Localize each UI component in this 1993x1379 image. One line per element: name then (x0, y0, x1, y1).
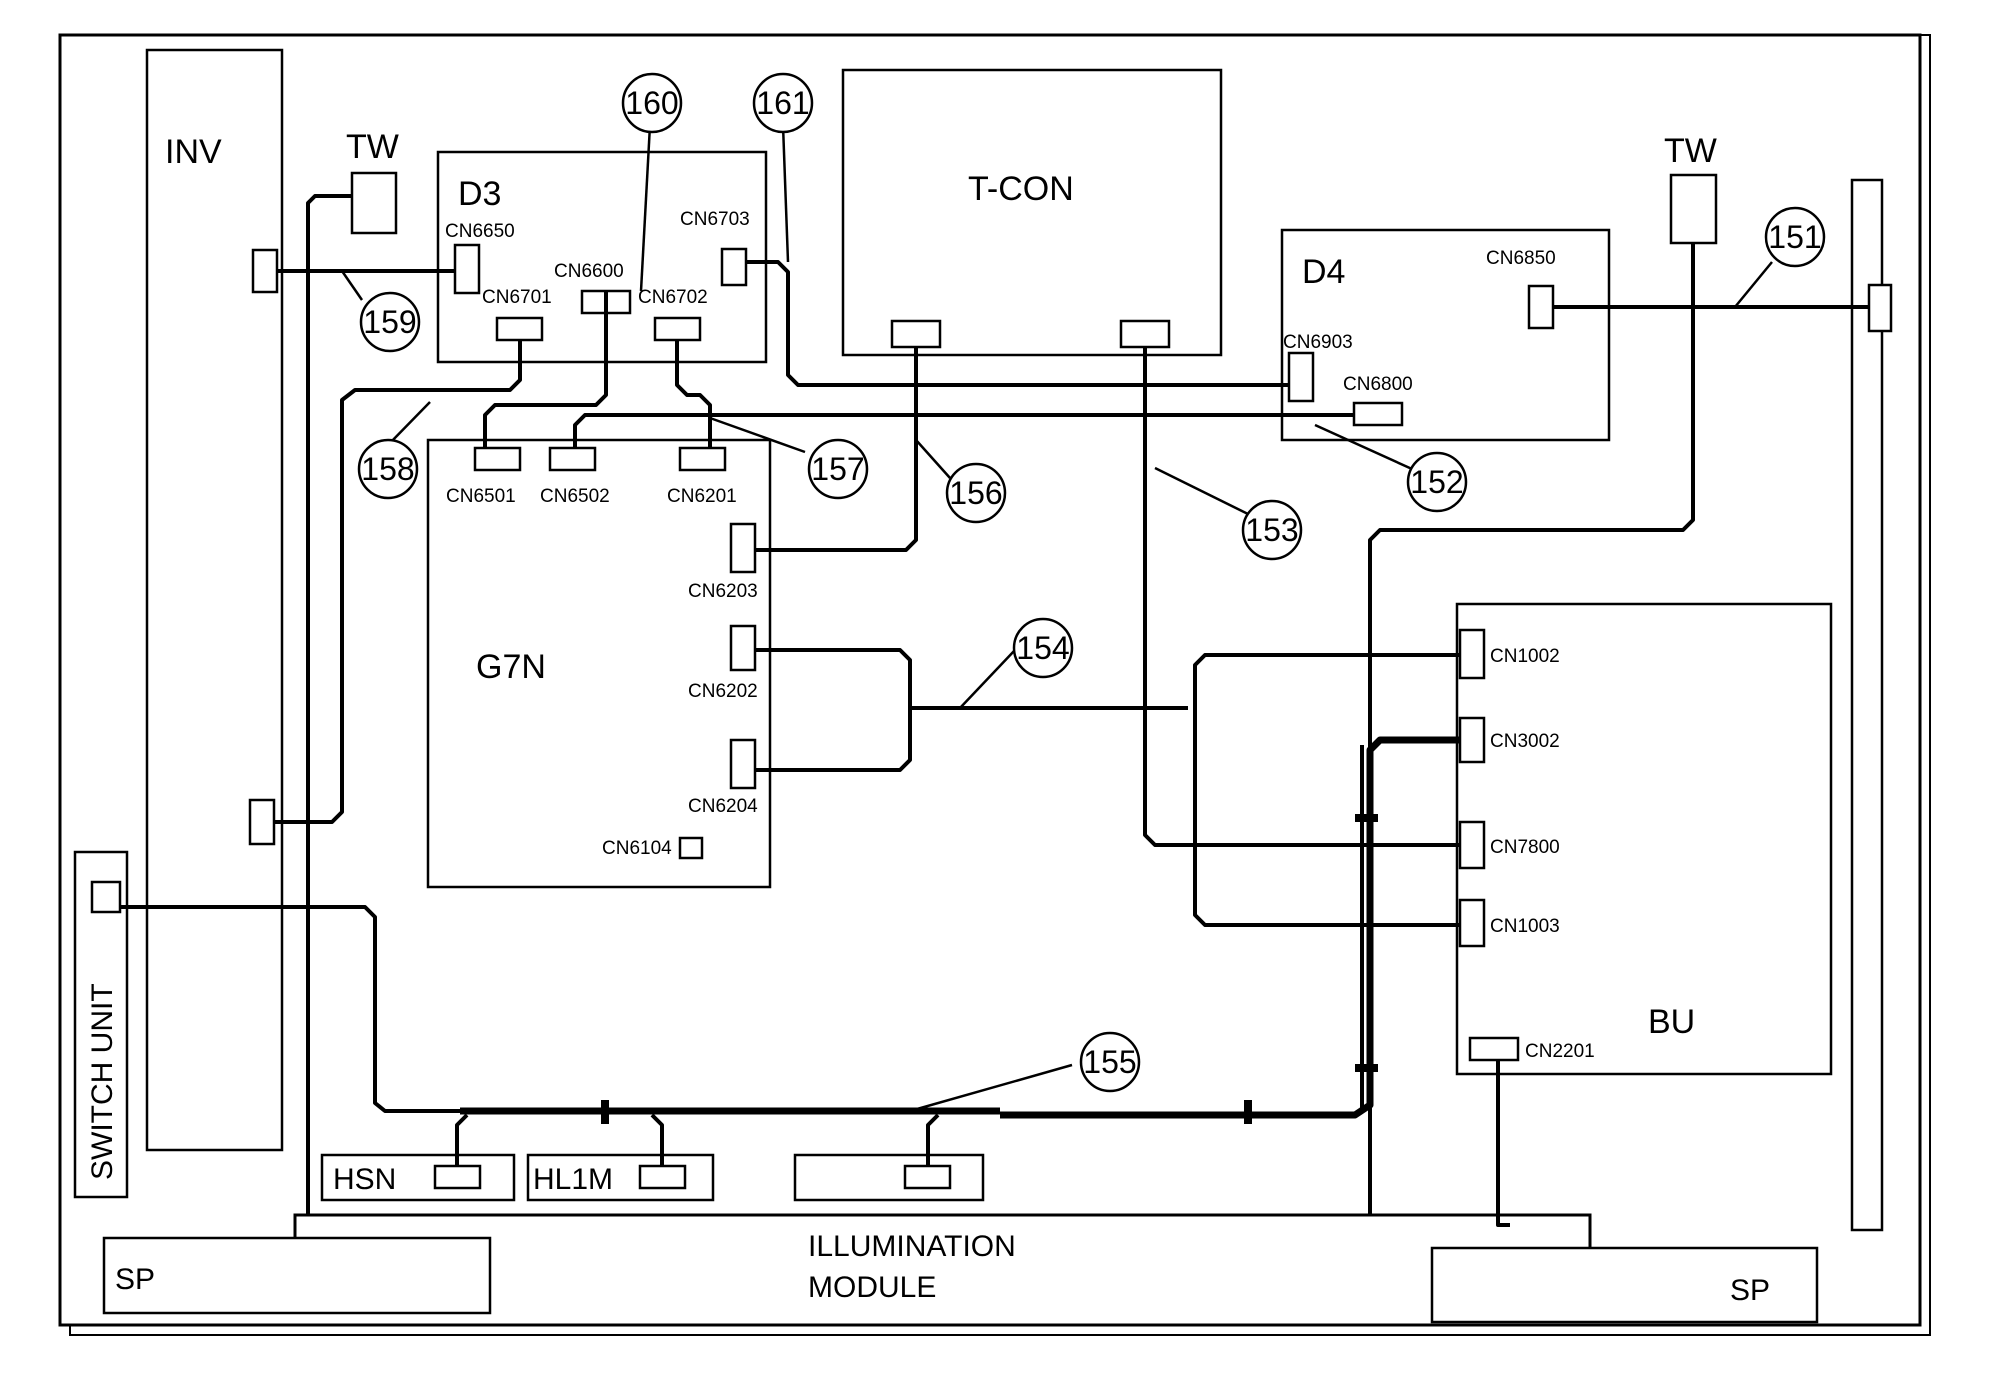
d4-board: D4 (1280, 228, 1611, 442)
label-cn6203: CN6203 (688, 581, 758, 602)
label-cn6702: CN6702 (638, 287, 708, 308)
svg-text:157: 157 (811, 451, 864, 487)
unlabeled-module (793, 1153, 985, 1202)
svg-text:158: 158 (361, 451, 414, 487)
sp-right-label: SP (1730, 1274, 1770, 1307)
label-cn1002: CN1002 (1490, 646, 1560, 667)
d3-board: D3 (436, 150, 768, 364)
label-cn6850: CN6850 (1486, 248, 1556, 269)
callout-159: 159 (359, 291, 421, 353)
callout-152: 152 (1406, 451, 1468, 513)
sp-left-label: SP (115, 1263, 155, 1296)
callout-154: 154 (1012, 617, 1074, 679)
label-cn7800: CN7800 (1490, 837, 1560, 858)
connector-labels: CN6650 CN6701 CN6600 CN6702 CN6703 CN685… (445, 209, 1595, 1062)
d3-label: D3 (458, 175, 501, 213)
callout-155: 155 (1079, 1031, 1141, 1093)
hl1m-label: HL1M (533, 1163, 613, 1196)
illumination-label-1: ILLUMINATION (808, 1230, 1016, 1263)
callouts: 151 152 153 154 155 156 157 158 (357, 72, 1826, 1093)
illumination-module: ILLUMINATION MODULE (293, 1213, 1592, 1304)
svg-text:153: 153 (1245, 512, 1298, 548)
callout-160: 160 (621, 72, 683, 134)
label-cn6202: CN6202 (688, 681, 758, 702)
inv-board: INV (145, 48, 284, 1152)
svg-text:156: 156 (949, 475, 1002, 511)
tw-right: TW (1664, 132, 1718, 245)
label-cn6800: CN6800 (1343, 374, 1413, 395)
callout-153: 153 (1241, 499, 1303, 561)
label-cn6701: CN6701 (482, 287, 552, 308)
label-cn6600: CN6600 (554, 261, 624, 282)
tcon-board: T-CON (841, 68, 1223, 357)
svg-text:161: 161 (756, 85, 809, 121)
hl1m-module: HL1M (526, 1153, 715, 1202)
callout-158: 158 (357, 438, 419, 500)
tw-right-label: TW (1664, 132, 1717, 170)
label-cn6104: CN6104 (602, 838, 672, 859)
sp-right: SP (1430, 1246, 1819, 1324)
label-cn6502: CN6502 (540, 486, 610, 507)
tcon-label: T-CON (968, 170, 1074, 208)
callout-161: 161 (752, 72, 814, 134)
callout-157: 157 (807, 438, 869, 500)
svg-text:160: 160 (625, 85, 678, 121)
bu-label: BU (1648, 1003, 1695, 1041)
switch-unit-label: SWITCH UNIT (86, 983, 119, 1180)
callout-leaders (340, 124, 1773, 1113)
bundle-clamps (601, 814, 1378, 1124)
g7n-label: G7N (476, 648, 546, 686)
label-cn6201: CN6201 (667, 486, 737, 507)
label-cn1003: CN1003 (1490, 916, 1560, 937)
g7n-board: G7N (426, 438, 772, 889)
label-cn2201: CN2201 (1525, 1041, 1595, 1062)
label-cn6650: CN6650 (445, 221, 515, 242)
d4-label: D4 (1302, 253, 1345, 291)
tw-left-label: TW (346, 128, 399, 166)
callout-156: 156 (945, 462, 1007, 524)
hsn-label: HSN (333, 1163, 396, 1196)
label-cn6501: CN6501 (446, 486, 516, 507)
label-cn3002: CN3002 (1490, 731, 1560, 752)
tw-left: TW (346, 128, 399, 235)
bu-board: BU (1455, 602, 1833, 1076)
hsn-module: HSN (320, 1153, 516, 1202)
sp-left: SP (102, 1236, 492, 1315)
illumination-label-2: MODULE (808, 1271, 936, 1304)
callout-151: 151 (1764, 206, 1826, 268)
svg-text:154: 154 (1016, 630, 1069, 666)
inv-label: INV (165, 133, 222, 171)
svg-text:151: 151 (1768, 219, 1821, 255)
svg-text:152: 152 (1410, 464, 1463, 500)
outer-frame (58, 33, 1931, 1336)
svg-text:159: 159 (363, 304, 416, 340)
right-board (1850, 178, 1884, 1232)
svg-text:155: 155 (1083, 1044, 1136, 1080)
label-cn6703: CN6703 (680, 209, 750, 230)
label-cn6903: CN6903 (1283, 332, 1353, 353)
label-cn6204: CN6204 (688, 796, 758, 817)
